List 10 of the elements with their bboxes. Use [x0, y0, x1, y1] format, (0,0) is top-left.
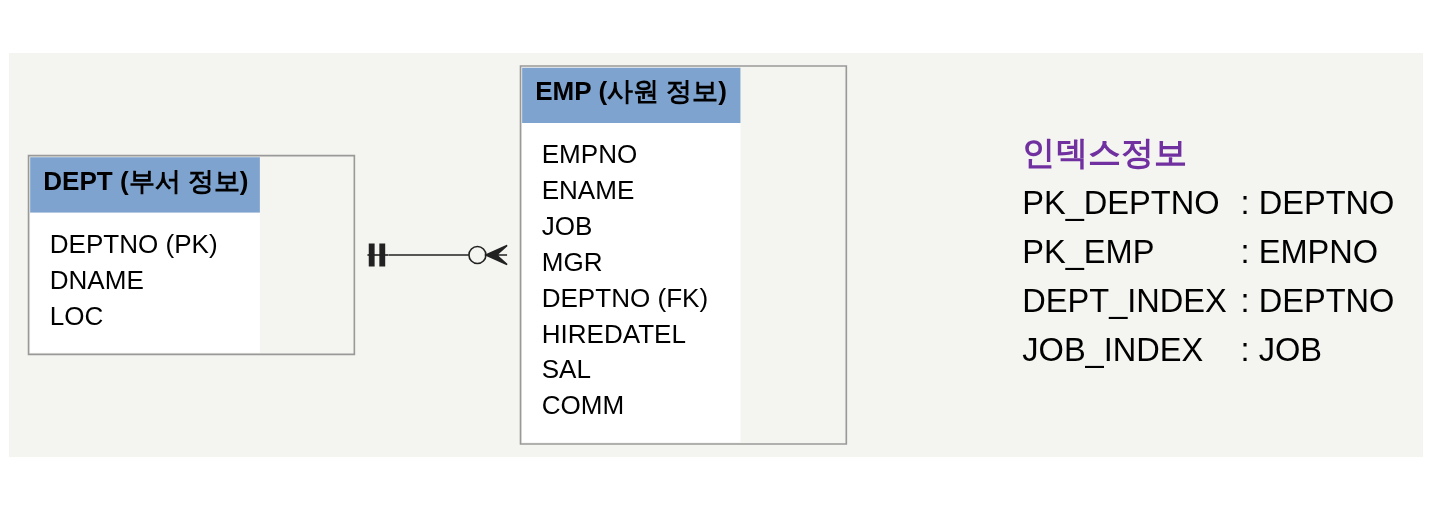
label: 인덱스정보 — [1022, 134, 1188, 171]
label: : DEPTNO — [1240, 282, 1395, 319]
label: : DEPTNO — [1240, 184, 1395, 221]
label: JOB_INDEX — [1022, 331, 1204, 368]
label: PK_EMP — [1022, 233, 1155, 270]
label: : EMPNO — [1240, 233, 1379, 270]
label: DEPT_INDEX — [1022, 282, 1227, 319]
label: PK_DEPTNO — [1022, 184, 1220, 221]
label: : JOB — [1240, 331, 1323, 368]
connector — [366, 243, 508, 266]
